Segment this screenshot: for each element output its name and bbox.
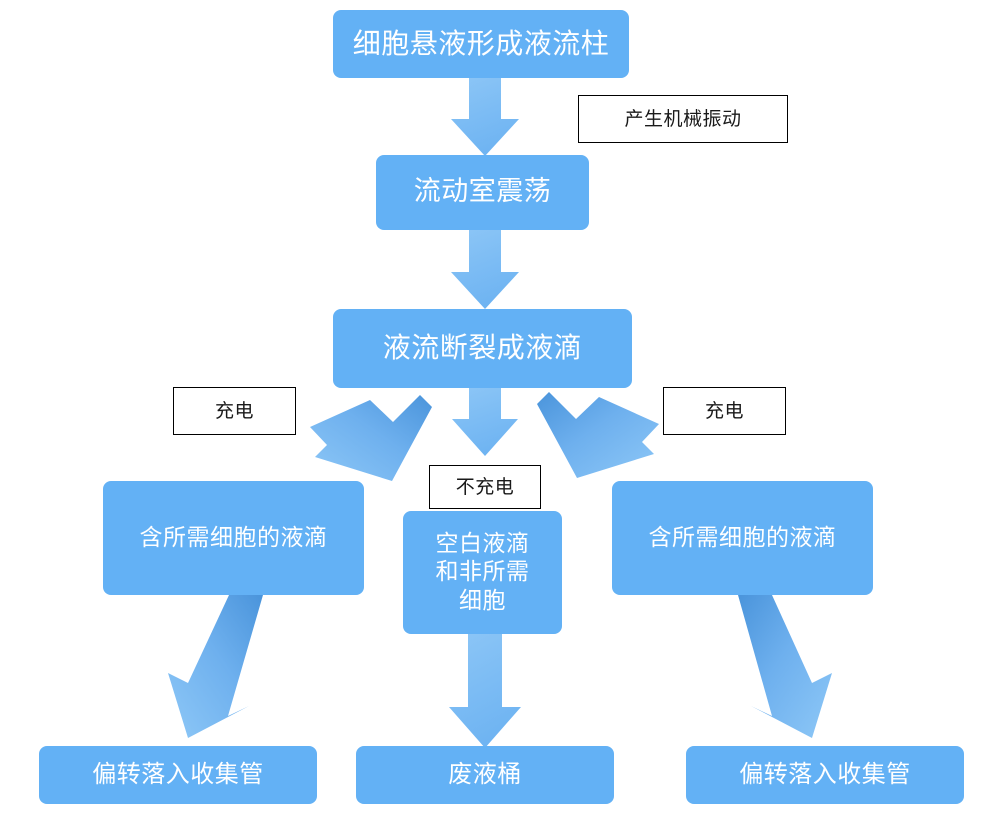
node-flow-cell-oscillation[interactable]: 流动室震荡 [376, 155, 589, 230]
node-waste-container[interactable]: 废液桶 [356, 746, 614, 804]
node-blank-droplet-and-unwanted-cells[interactable]: 空白液滴 和非所需 细胞 [403, 511, 562, 634]
edge-arrow-n4-n7 [168, 595, 263, 738]
annotation-charge-right: 充电 [663, 387, 786, 435]
annotation-mechanical-vibration: 产生机械振动 [578, 95, 788, 143]
edge-arrow-n6-n9 [738, 595, 832, 738]
annotation-charge-left: 充电 [173, 387, 296, 435]
edge-arrow-n3-n5 [452, 388, 518, 456]
node-cell-suspension-stream[interactable]: 细胞悬液形成液流柱 [333, 10, 629, 78]
edge-arrow-n2-n3 [451, 230, 519, 309]
node-stream-breaks-into-droplets[interactable]: 液流断裂成液滴 [333, 309, 632, 388]
edge-arrow-n3-n4 [310, 395, 432, 481]
node-deflect-into-collection-tube-left[interactable]: 偏转落入收集管 [39, 746, 317, 804]
node-deflect-into-collection-tube-right[interactable]: 偏转落入收集管 [686, 746, 964, 804]
annotation-no-charge: 不充电 [429, 465, 541, 509]
node-droplet-with-target-cells-right[interactable]: 含所需细胞的液滴 [612, 481, 873, 595]
node-droplet-with-target-cells-left[interactable]: 含所需细胞的液滴 [103, 481, 364, 595]
edge-arrow-n3-n6 [537, 392, 659, 478]
edge-arrow-n1-n2 [451, 78, 519, 156]
edge-arrow-n5-n8 [449, 634, 521, 748]
